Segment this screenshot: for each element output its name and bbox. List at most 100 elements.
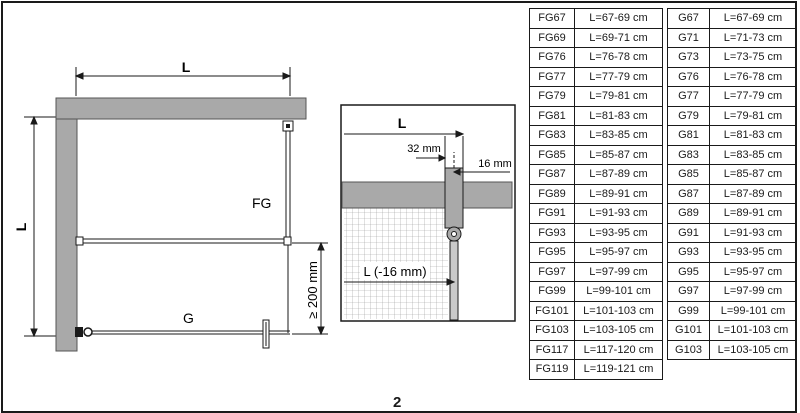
g-size-range: L=77-79 cm [709,86,797,107]
detail-dim-inner [344,278,456,286]
dim-top-label: L [182,59,191,75]
fg-model-code: FG79 [529,86,575,107]
fg-size-range: L=117-120 cm [574,339,663,360]
fg-size-range: L=95-97 cm [574,242,663,263]
fg-model-code: FG85 [529,144,575,165]
detail-dim-top-label: L [398,115,407,131]
g-size-range: L=91-93 cm [709,222,797,243]
label-g: G [183,310,194,326]
detail-dim-32 [416,154,447,162]
g-size-range: L=83-85 cm [709,144,797,165]
dim-vertical [292,241,328,336]
g-model-code: G79 [667,105,710,126]
g-model-code: G91 [667,222,710,243]
fg-model-code: FG77 [529,66,575,87]
g-size-range: L=93-95 cm [709,242,797,263]
fg-size-range: L=103-105 cm [574,320,663,341]
fg-model-code: FG67 [529,8,575,29]
g-size-range: L=73-75 cm [709,47,797,68]
fg-size-range: L=97-99 cm [574,261,663,282]
fg-model-code: FG103 [529,320,575,341]
fg-size-range: L=87-89 cm [574,164,663,185]
fg-size-range: L=91-93 cm [574,203,663,224]
dim-left-label: L [13,222,29,231]
wall-top [55,97,307,120]
g-model-code: G67 [667,8,710,29]
g-size-range: L=97-99 cm [709,281,797,302]
g-size-range: L=67-69 cm [709,8,797,29]
g-size-range: L=81-83 cm [709,125,797,146]
g-size-range: L=99-101 cm [709,300,797,321]
fg-size-range: L=85-87 cm [574,144,663,165]
detail-dim-top [344,130,465,138]
fg-model-code: FG101 [529,300,575,321]
fg-size-range: L=93-95 cm [574,222,663,243]
g-model-code: G89 [667,203,710,224]
fg-model-code: FG87 [529,164,575,185]
g-model-code: G76 [667,66,710,87]
profile [444,136,464,321]
g-size-range: L=85-87 cm [709,164,797,185]
fg-size-range: L=101-103 cm [574,300,663,321]
fg-model-code: FG89 [529,183,575,204]
dim-top [74,67,292,96]
g-model-code: G99 [667,300,710,321]
fg-model-code: FG69 [529,27,575,48]
fg-model-code: FG91 [529,203,575,224]
g-model-code: G83 [667,144,710,165]
fg-size-range: L=76-78 cm [574,47,663,68]
fg-model-code: FG119 [529,359,575,380]
page-number: 2 [393,394,402,411]
fg-panel [282,120,294,238]
g-model-code: G97 [667,281,710,302]
support-bar [75,236,292,246]
wall-left [55,118,78,352]
detail-dim-16-label: 16 mm [478,158,512,170]
g-size-range: L=103-105 cm [709,339,797,360]
label-fg: FG [252,195,271,211]
g-size-range: L=79-81 cm [709,105,797,126]
fg-model-code: FG76 [529,47,575,68]
g-model-code: G81 [667,125,710,146]
fg-size-range: L=99-101 cm [574,281,663,302]
detail-diagram: L 32 mm 16 mm L (-16 mm) [340,104,516,322]
fg-model-code: FG97 [529,261,575,282]
fg-size-range: L=89-91 cm [574,183,663,204]
g-size-range: L=101-103 cm [709,320,797,341]
fg-size-range: L=67-69 cm [574,8,663,29]
fg-size-range: L=81-83 cm [574,105,663,126]
detail-dim-32-label: 32 mm [407,143,441,155]
detail-dim-16 [452,168,510,176]
g-model-code: G93 [667,242,710,263]
g-size-range: L=87-89 cm [709,183,797,204]
g-size-range: L=76-78 cm [709,66,797,87]
g-model-code: G85 [667,164,710,185]
